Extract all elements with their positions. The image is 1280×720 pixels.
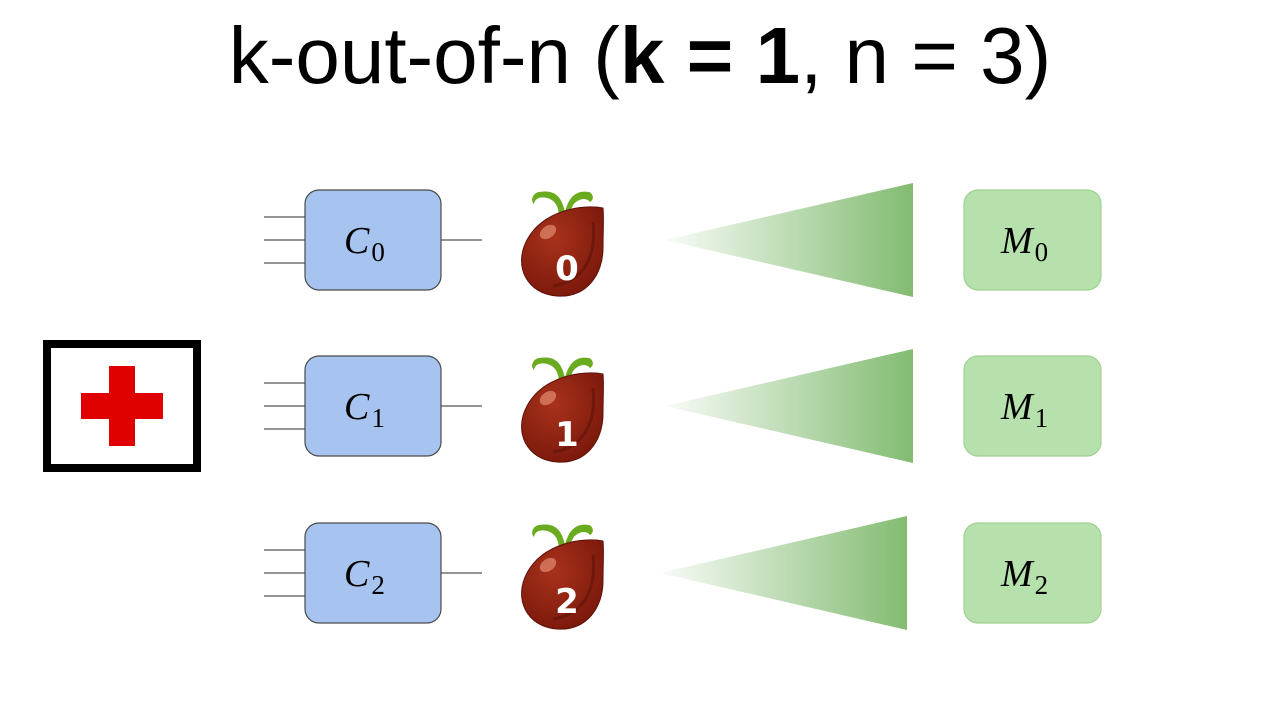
signal-beam (665, 349, 913, 463)
signal-beam (665, 183, 913, 297)
module-label: M0 (1000, 220, 1048, 267)
seed-sprout-icon: 0 (521, 191, 604, 297)
title-prefix: k-out-of-n ( (228, 11, 620, 100)
seed-sprout-icon: 2 (521, 524, 604, 630)
module-label: M1 (1000, 386, 1048, 433)
row-0: C0 0 M0 (264, 183, 1102, 297)
seed-number: 2 (555, 582, 579, 622)
module-label: M2 (1000, 553, 1048, 600)
circuit-label: C0 (344, 220, 385, 267)
circuit-box: C0 (304, 189, 442, 291)
circuit-box: C2 (304, 522, 442, 624)
module-box: M0 (963, 189, 1102, 291)
red-cross-icon (43, 340, 201, 472)
circuit-box: C1 (304, 355, 442, 457)
circuit-label: C1 (344, 386, 385, 433)
row-2: C2 2 M2 (264, 516, 1102, 630)
title-bold-part: k = 1 (619, 11, 801, 100)
circuit-label: C2 (344, 553, 385, 600)
module-box: M2 (963, 522, 1102, 624)
module-box: M1 (963, 355, 1102, 457)
seed-sprout-icon: 1 (521, 357, 604, 463)
circuit-input-wires (264, 382, 306, 430)
title-suffix: , n = 3) (800, 11, 1052, 100)
row-1: C1 1 M1 (264, 349, 1102, 463)
seed-number: 0 (555, 249, 579, 289)
signal-beam (660, 516, 907, 630)
diagram-title: k-out-of-n (k = 1, n = 3) (0, 6, 1280, 106)
circuit-input-wires (264, 216, 306, 264)
seed-number: 1 (555, 415, 579, 455)
circuit-input-wires (264, 549, 306, 597)
